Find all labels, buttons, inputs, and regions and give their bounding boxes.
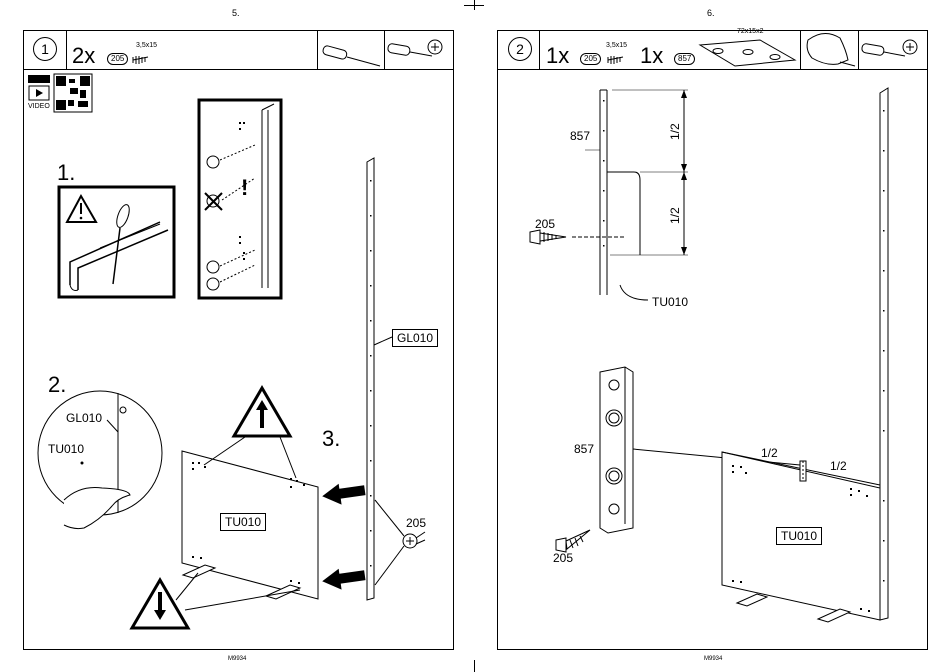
dimension-half-right: 1/2	[830, 459, 847, 473]
part-label-tu010-right: TU010	[776, 527, 822, 545]
dimension-half-left: 1/2	[761, 446, 778, 460]
footer-code: M9934	[704, 656, 722, 662]
